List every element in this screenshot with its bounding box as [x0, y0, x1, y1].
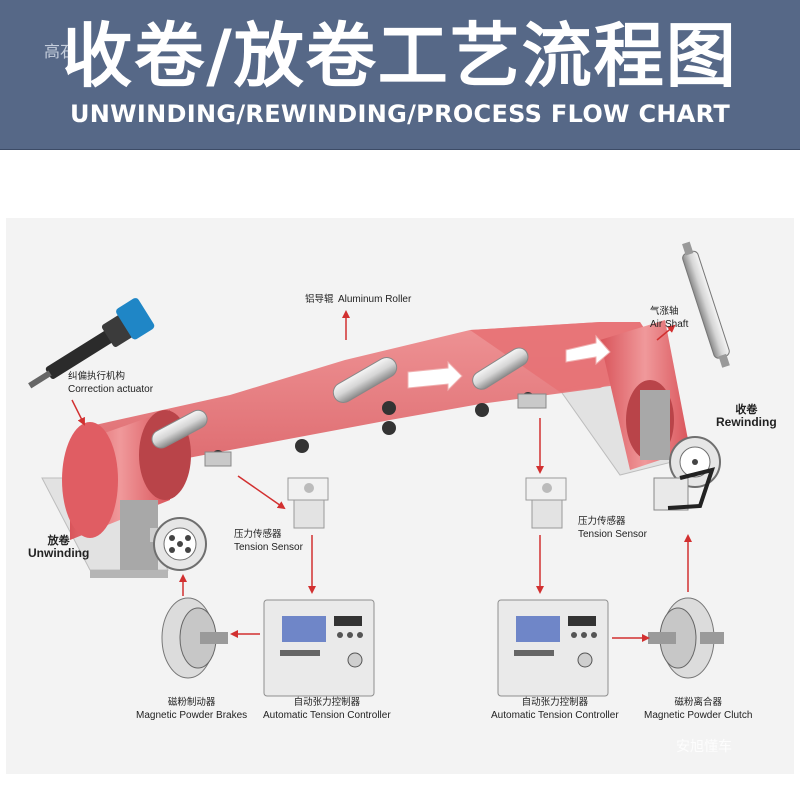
- label-rewinding: 收卷 Rewinding: [716, 403, 777, 429]
- label-aluminum-roller: 铝导辊 Aluminum Roller: [305, 294, 412, 305]
- tension-controller-left-device: [263, 599, 375, 697]
- label-powder-clutch: 磁粉离合器 Magnetic Powder Clutch: [644, 697, 753, 721]
- powder-clutch-device: [648, 597, 724, 679]
- header-banner: 高石 收卷/放卷工艺流程图 UNWINDING/REWINDING/PROCES…: [0, 0, 800, 150]
- label-correction-actuator: 纠偏执行机构 Correction actuator: [68, 371, 154, 395]
- air-shaft-device: [682, 241, 730, 368]
- label-tension-sensor-left: 压力传感器 Tension Sensor: [234, 529, 303, 553]
- correction-actuator-device: [28, 298, 155, 389]
- label-air-shaft: 气涨轴 Air Shaft: [650, 306, 689, 330]
- label-controller-right: 自动张力控制器 Automatic Tension Controller: [491, 697, 619, 721]
- page-subtitle: UNWINDING/REWINDING/PROCESS FLOW CHART: [69, 100, 731, 128]
- label-powder-brakes: 磁粉制动器 Magnetic Powder Brakes: [136, 697, 248, 721]
- web-direction-arrows: [407, 334, 611, 392]
- aluminum-rollers: [151, 347, 547, 467]
- rewind-roll: [600, 320, 721, 511]
- powder-brake-device: [161, 597, 228, 679]
- tension-sensor-right-device: [525, 477, 567, 529]
- watermark-left: 高石: [44, 42, 77, 61]
- label-tension-sensor-right: 压力传感器 Tension Sensor: [578, 516, 647, 540]
- tension-controller-right-device: [497, 599, 609, 697]
- tension-sensor-left-device: [287, 477, 329, 529]
- flow-arrows: [71, 310, 692, 642]
- watermark-bottom-right: 安旭懂车: [676, 739, 732, 755]
- page-title: 收卷/放卷工艺流程图: [62, 15, 738, 97]
- label-unwinding: 放卷 Unwinding: [28, 534, 90, 560]
- label-controller-left: 自动张力控制器 Automatic Tension Controller: [263, 697, 391, 721]
